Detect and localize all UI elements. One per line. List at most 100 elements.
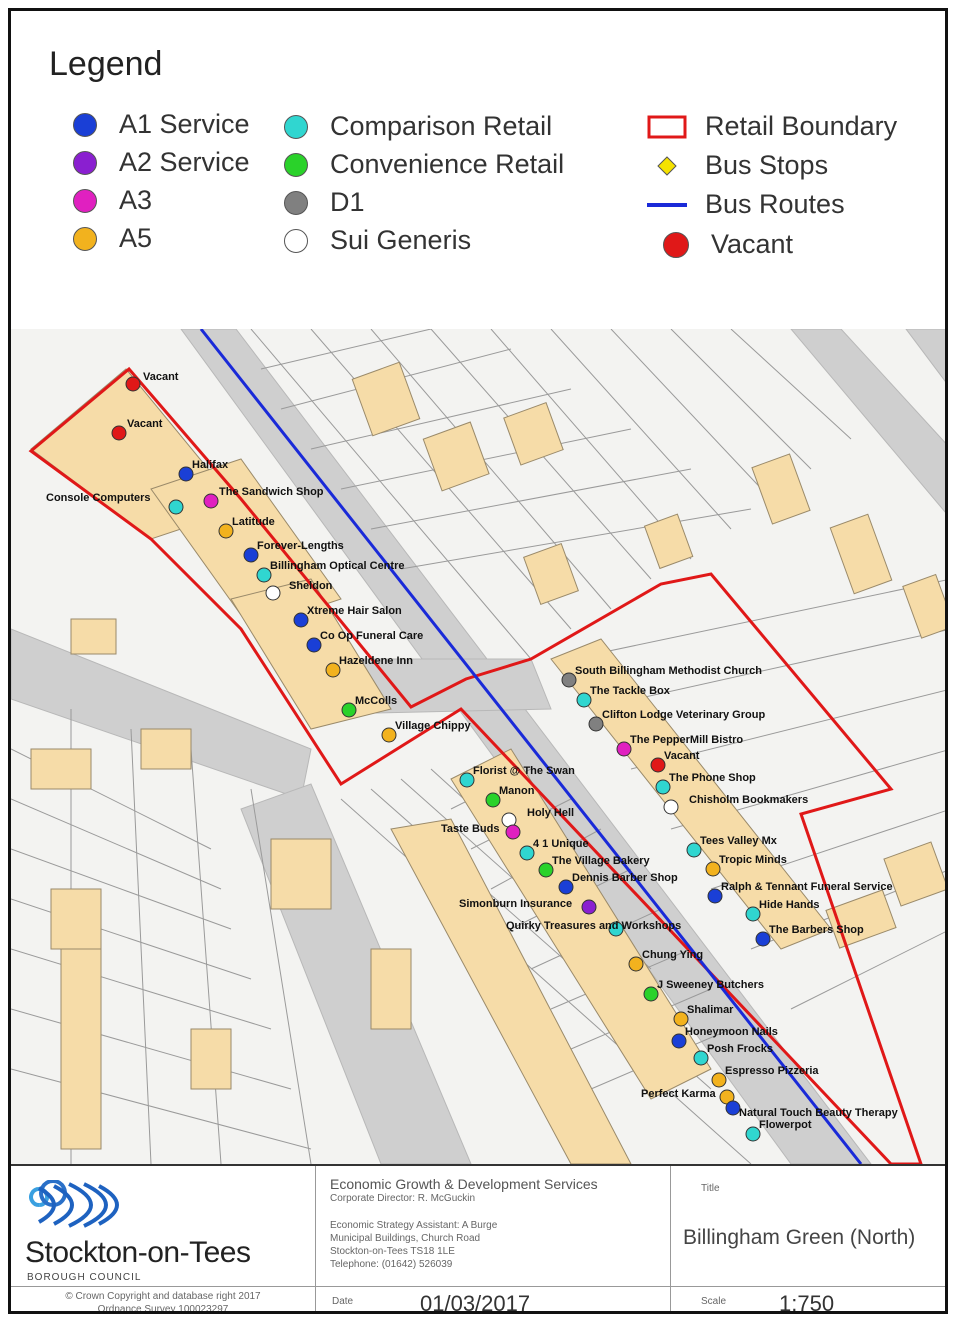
copyright-line-1: © Crown Copyright and database right 201… bbox=[65, 1291, 261, 1302]
building bbox=[30, 748, 92, 790]
building bbox=[523, 543, 579, 605]
poi-label: The Phone Shop bbox=[669, 772, 756, 784]
poi-marker[interactable] bbox=[459, 772, 475, 788]
poi-marker[interactable] bbox=[673, 1011, 689, 1027]
poi-label: Dennis Barber Shop bbox=[572, 872, 678, 884]
poi-marker[interactable] bbox=[306, 637, 322, 653]
north-east-road bbox=[790, 329, 945, 513]
poi-marker[interactable] bbox=[168, 499, 184, 515]
address-line: Economic Strategy Assistant: A Burge bbox=[330, 1220, 498, 1231]
poi-label: Florist @ The Swan bbox=[473, 765, 575, 777]
poi-marker[interactable] bbox=[125, 376, 141, 392]
poi-label: South Billingham Methodist Church bbox=[575, 665, 762, 677]
poi-label: Perfect Karma bbox=[641, 1088, 716, 1100]
poi-marker[interactable] bbox=[705, 861, 721, 877]
poi-marker[interactable] bbox=[519, 845, 535, 861]
building bbox=[351, 361, 421, 437]
poi-label: Manon bbox=[499, 785, 535, 797]
poi-label: Sheldon bbox=[289, 580, 333, 592]
legend-item-a5: A5 bbox=[73, 223, 152, 254]
poi-marker[interactable] bbox=[655, 779, 671, 795]
poi-marker[interactable] bbox=[711, 1072, 727, 1088]
poi-marker[interactable] bbox=[243, 547, 259, 563]
poi-marker[interactable] bbox=[576, 692, 592, 708]
poi-marker[interactable] bbox=[725, 1100, 741, 1116]
council-logo-block: Stockton-on-Tees BOROUGH COUNCIL bbox=[11, 1166, 316, 1286]
building bbox=[370, 948, 412, 1030]
bus-route bbox=[199, 329, 863, 1164]
poi-label: Console Computers bbox=[46, 492, 151, 504]
poi-marker[interactable] bbox=[265, 585, 281, 601]
poi-marker[interactable] bbox=[203, 493, 219, 509]
poi-marker[interactable] bbox=[218, 523, 234, 539]
building bbox=[829, 513, 893, 595]
date-label: Date bbox=[332, 1296, 354, 1307]
poi-marker[interactable] bbox=[588, 716, 604, 732]
copyright-line-2: Ordnance Survey 100023297 bbox=[97, 1304, 229, 1314]
building bbox=[140, 728, 192, 770]
comparison-retail-dot-icon bbox=[284, 114, 308, 139]
poi-marker[interactable] bbox=[505, 824, 521, 840]
scale-label: Scale bbox=[701, 1296, 727, 1307]
poi-marker[interactable] bbox=[745, 1126, 761, 1142]
address-line: Stockton-on-Tees TS18 1LE bbox=[330, 1246, 455, 1257]
poi-label: Hazeldene Inn bbox=[339, 655, 413, 667]
poi-marker[interactable] bbox=[693, 1050, 709, 1066]
poi-marker[interactable] bbox=[256, 567, 272, 583]
building bbox=[643, 513, 694, 570]
address-line: Telephone: (01642) 526039 bbox=[330, 1259, 453, 1270]
copyright-block: © Crown Copyright and database right 201… bbox=[11, 1286, 316, 1314]
a5-dot-icon bbox=[73, 226, 97, 251]
poi-marker[interactable] bbox=[650, 757, 666, 773]
poi-marker[interactable] bbox=[643, 986, 659, 1002]
poi-marker[interactable] bbox=[707, 888, 723, 904]
poi-marker[interactable] bbox=[608, 921, 624, 937]
poi-marker[interactable] bbox=[663, 799, 679, 815]
building bbox=[60, 948, 102, 1150]
title-label: Title bbox=[701, 1183, 720, 1194]
legend-item-vacant: Vacant bbox=[663, 229, 793, 260]
legend-item-a3: A3 bbox=[73, 185, 152, 216]
poi-marker[interactable] bbox=[341, 702, 357, 718]
poi-marker[interactable] bbox=[111, 425, 127, 441]
poi-marker[interactable] bbox=[178, 466, 194, 482]
legend-panel: Legend A1 Service A2 Service A3 A5 Compa… bbox=[11, 11, 945, 329]
poi-marker[interactable] bbox=[581, 899, 597, 915]
legend-item-convenience-retail: Convenience Retail bbox=[284, 149, 564, 180]
building bbox=[270, 838, 332, 910]
poi-label: Chisholm Bookmakers bbox=[689, 794, 808, 806]
vacant-dot-icon bbox=[663, 231, 689, 258]
legend-item-retail-boundary: Retail Boundary bbox=[647, 111, 897, 142]
legend-item-bus-stops: Bus Stops bbox=[647, 150, 828, 181]
poi-marker[interactable] bbox=[628, 956, 644, 972]
poi-label: Simonburn Insurance bbox=[459, 898, 572, 910]
building bbox=[422, 421, 490, 492]
poi-marker[interactable] bbox=[686, 842, 702, 858]
poi-label: Forever-Lengths bbox=[257, 540, 344, 552]
legend-title: Legend bbox=[49, 45, 163, 83]
building bbox=[50, 888, 102, 950]
building bbox=[883, 841, 945, 907]
poi-marker[interactable] bbox=[616, 741, 632, 757]
poi-label: Village Chippy bbox=[395, 720, 471, 732]
poi-marker[interactable] bbox=[671, 1033, 687, 1049]
poi-marker[interactable] bbox=[558, 879, 574, 895]
poi-marker[interactable] bbox=[538, 862, 554, 878]
poi-marker[interactable] bbox=[325, 662, 341, 678]
poi-marker[interactable] bbox=[381, 727, 397, 743]
convenience-retail-dot-icon bbox=[284, 152, 308, 177]
building bbox=[190, 1028, 232, 1090]
poi-label: Vacant bbox=[664, 750, 700, 762]
date-value: 01/03/2017 bbox=[420, 1291, 531, 1314]
poi-marker[interactable] bbox=[755, 931, 771, 947]
poi-label: Tropic Minds bbox=[719, 854, 787, 866]
poi-marker[interactable] bbox=[485, 792, 501, 808]
legend-item-bus-routes: Bus Routes bbox=[647, 189, 845, 220]
poi-marker[interactable] bbox=[745, 906, 761, 922]
poi-label: The Barbers Shop bbox=[769, 924, 864, 936]
poi-marker[interactable] bbox=[561, 672, 577, 688]
poi-marker[interactable] bbox=[293, 612, 309, 628]
poi-label: Ralph & Tennant Funeral Service bbox=[721, 881, 893, 893]
